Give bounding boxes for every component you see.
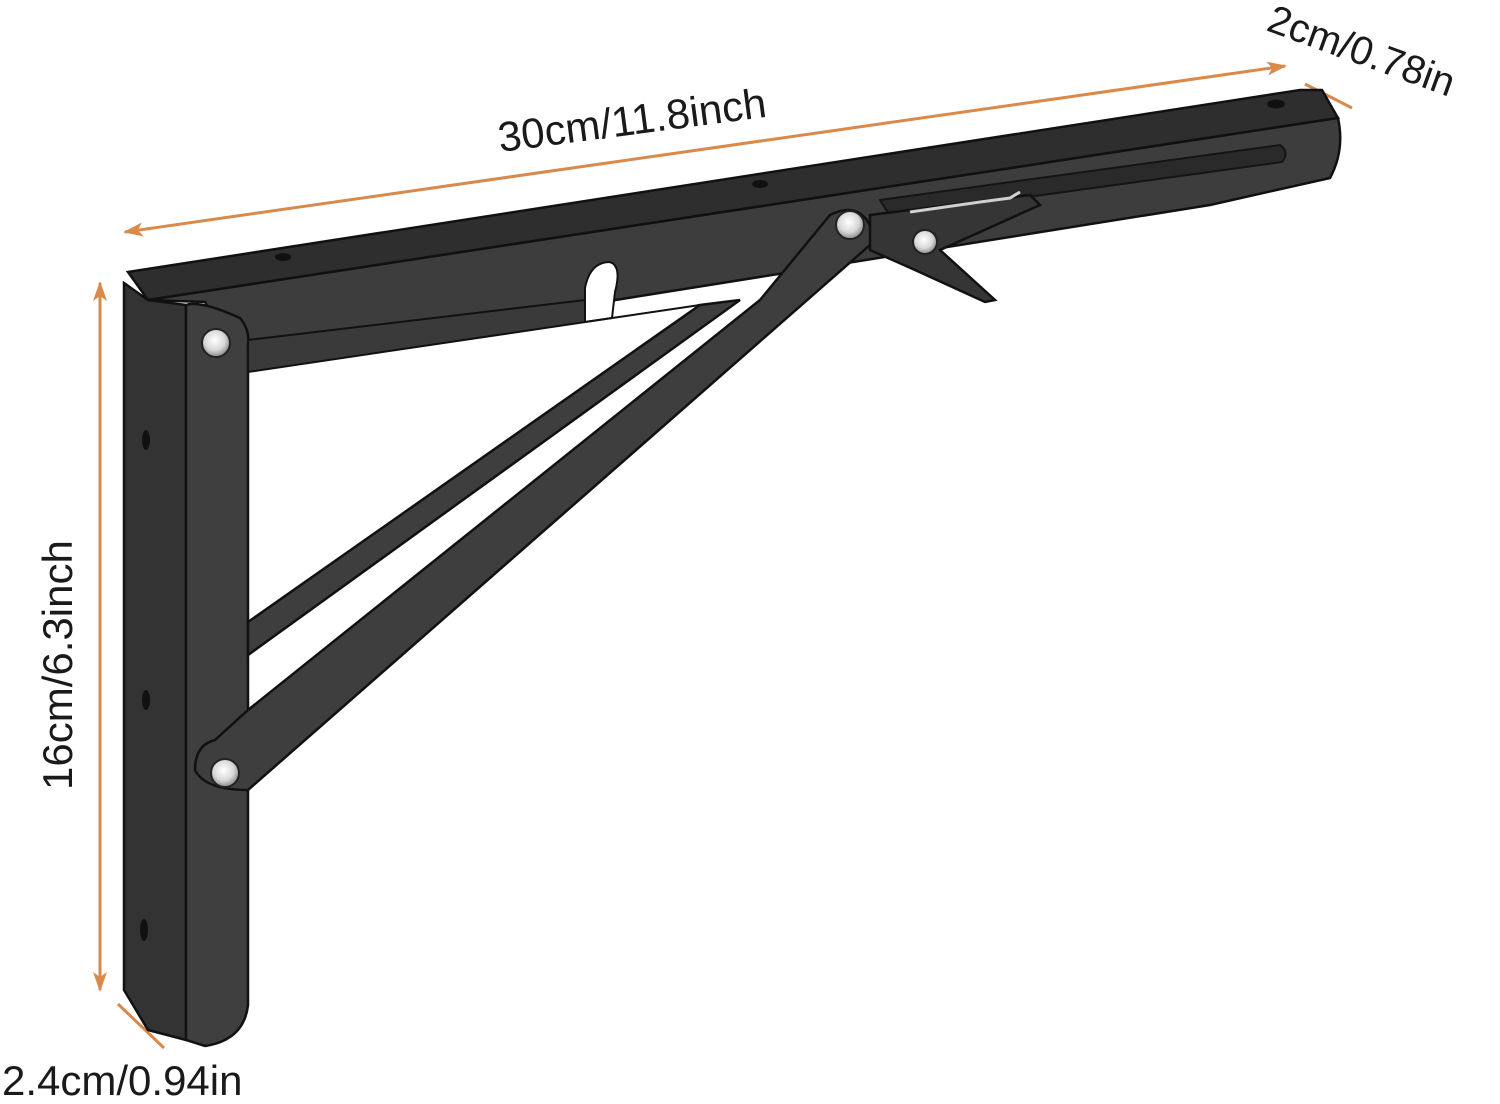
vertical-leg — [122, 280, 250, 1048]
height-label: 16cm/6.3inch — [34, 540, 81, 790]
rivet-icon — [912, 229, 938, 255]
arm-width-label: 2cm/0.78in — [1262, 0, 1461, 105]
length-label: 30cm/11.8inch — [495, 79, 769, 161]
horizontal-arm — [125, 88, 1342, 362]
mounting-hole — [140, 919, 148, 941]
folding-bracket — [122, 88, 1342, 1048]
mounting-hole — [275, 253, 291, 261]
rivets — [201, 210, 938, 788]
leg-width-tick — [116, 1002, 166, 1050]
mounting-hole — [1267, 99, 1285, 109]
mounting-hole — [142, 430, 150, 450]
mounting-hole — [142, 690, 150, 710]
rivet-icon — [201, 328, 231, 358]
rivet-icon — [210, 758, 240, 788]
upper-support-plate — [247, 298, 701, 374]
spring-latch — [909, 190, 1021, 214]
release-lever — [868, 193, 1043, 304]
rivet-icon — [835, 210, 865, 240]
dimension-arrows — [93, 61, 1353, 1050]
length-arrow — [123, 61, 1287, 237]
mounting-hole — [752, 180, 768, 188]
arm-width-tick — [1304, 82, 1353, 110]
leg-width-label: 2.4cm/0.94in — [2, 1057, 242, 1104]
